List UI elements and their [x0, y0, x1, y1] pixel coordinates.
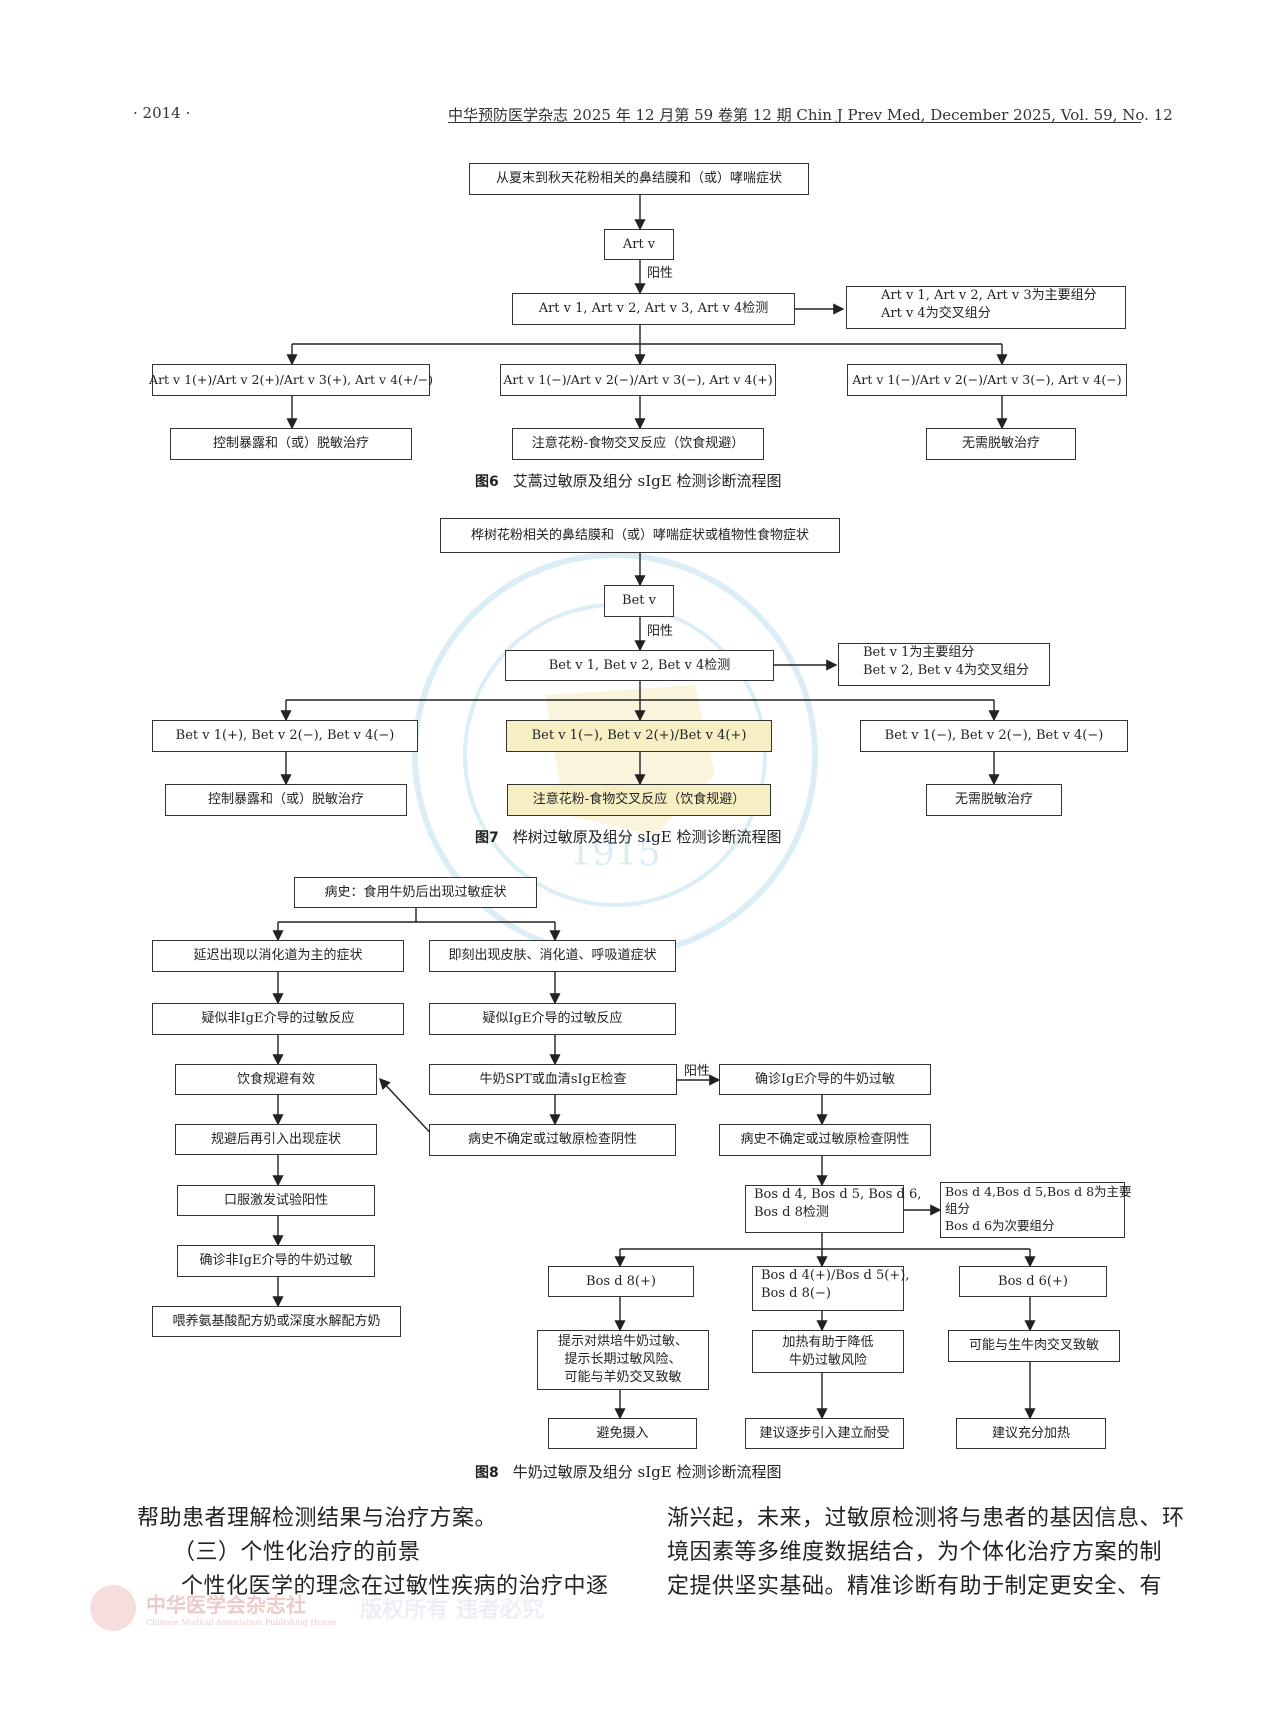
fig8-full-heating: 建议充分加热 [956, 1418, 1106, 1449]
fig7-start-box: 桦树花粉相关的鼻结膜和（或）哮喘症状或植物性食物症状 [440, 518, 840, 553]
fig6-side-note: Art v 1, Art v 2, Art v 3为主要组分 Art v 4为交… [846, 286, 1126, 329]
publisher-rights: 版权所有 违者必究 [360, 1597, 544, 1623]
fig6-side-line1: Art v 1, Art v 2, Art v 3为主要组分 [881, 288, 1097, 303]
fig8-spt-sige-test: 牛奶SPT或血清sIgE检查 [429, 1064, 677, 1095]
fig8-component-test: Bos d 4, Bos d 5, Bos d 6, Bos d 8检测 [745, 1185, 921, 1233]
fig8-bosd45-positive: Bos d 4(+)/Bos d 5(+), Bos d 8(−) [752, 1266, 909, 1311]
fig7-side-line1: Bet v 1为主要组分 [863, 645, 975, 660]
fig8-side-line3: Bos d 6为次要组分 [945, 1218, 1055, 1233]
fig8-delayed-symptoms: 延迟出现以消化道为主的症状 [152, 940, 404, 972]
fig8-x2-line1: Bos d 4(+)/Bos d 5(+), [761, 1268, 910, 1283]
fig8-uncertain-negative-mid: 病史不确定或过敏原检查阴性 [429, 1124, 676, 1156]
fig8-caption: 图8 牛奶过敏原及组分 sIgE 检测诊断流程图 [475, 1461, 781, 1482]
fig8-test-line2: Bos d 8检测 [754, 1205, 829, 1220]
fig8-bosd8-positive: Bos d 8(+) [548, 1266, 694, 1297]
fig8-uncertain-negative-right: 病史不确定或过敏原检查阴性 [719, 1124, 931, 1156]
fig7-result-2: 注意花粉-食物交叉反应（饮食规避） [507, 784, 771, 816]
fig6-caption-label: 图6 [475, 474, 499, 490]
fig8-beef-cross: 可能与生牛肉交叉致敏 [948, 1330, 1120, 1362]
fig6-caption-text: 艾蒿过敏原及组分 sIgE 检测诊断流程图 [512, 472, 782, 490]
fig8-confirmed-non-ige: 确诊非IgE介导的牛奶过敏 [177, 1245, 375, 1277]
fig6-start-box: 从夏末到秋天花粉相关的鼻结膜和（或）哮喘症状 [469, 163, 809, 195]
fig8-y1-line1: 提示对烘培牛奶过敏、 [557, 1334, 688, 1349]
fig7-caption-text: 桦树过敏原及组分 sIgE 检测诊断流程图 [512, 828, 782, 846]
journal-running-head: 中华预防医学杂志 2025 年 12 月第 59 卷第 12 期 Chin J … [448, 106, 1173, 124]
fig7-branch-1: Bet v 1(+), Bet v 2(−), Bet v 4(−) [152, 720, 418, 752]
publisher-english: Chinese Medical Association Publishing H… [146, 1618, 337, 1627]
fig7-caption-label: 图7 [475, 830, 499, 846]
body-left-line3: 个性化医学的理念在过敏性疾病的治疗中逐 [181, 1574, 609, 1599]
fig8-caption-text: 牛奶过敏原及组分 sIgE 检测诊断流程图 [512, 1463, 782, 1481]
fig8-suspected-non-ige: 疑似非IgE介导的过敏反应 [152, 1003, 404, 1035]
fig8-side-line1: Bos d 4,Bos d 5,Bos d 8为主要 [945, 1184, 1132, 1199]
fig8-y1-line3: 可能与羊奶交叉致敏 [564, 1370, 682, 1385]
fig6-result-3: 无需脱敏治疗 [926, 428, 1076, 460]
fig8-y2-line2: 牛奶过敏风险 [788, 1352, 867, 1368]
fig8-x2-line2: Bos d 8(−) [761, 1286, 831, 1301]
fig8-gradual-introduction: 建议逐步引入建立耐受 [745, 1418, 904, 1449]
fig7-test-box: Bet v 1, Bet v 2, Bet v 4检测 [505, 650, 774, 681]
body-right-line2: 境因素等多维度数据结合，为个体化治疗方案的制 [667, 1540, 1163, 1565]
fig8-y2-line1: 加热有助于降低 [782, 1334, 874, 1350]
header-rule [448, 122, 1141, 123]
fig8-confirmed-ige: 确诊IgE介导的牛奶过敏 [719, 1064, 931, 1095]
fig8-side-note: Bos d 4,Bos d 5,Bos d 8为主要 组分 Bos d 6为次要… [940, 1182, 1132, 1238]
fig6-branch-1: Art v 1(+)/Art v 2(+)/Art v 3(+), Art v … [149, 364, 433, 396]
fig8-y1-line2: 提示长期过敏风险、 [564, 1352, 682, 1367]
fig8-side-line2: 组分 [945, 1201, 971, 1216]
seal-year: 1915 [569, 833, 661, 874]
fig6-side-line2: Art v 4为交叉组分 [881, 306, 991, 321]
fig6-positive-label: 阳性 [647, 266, 674, 281]
publisher-flower-icon [90, 1585, 136, 1631]
fig7-branch-2: Bet v 1(−), Bet v 2(+)/Bet v 4(+) [506, 720, 772, 752]
fig8-formula-feeding: 喂养氨基酸配方奶或深度水解配方奶 [152, 1306, 401, 1337]
fig8-test-line1: Bos d 4, Bos d 5, Bos d 6, [754, 1187, 922, 1202]
fig8-positive-label: 阳性 [684, 1064, 711, 1079]
fig6-branch-2: Art v 1(−)/Art v 2(−)/Art v 3(−), Art v … [500, 364, 776, 396]
fig8-start-box: 病史：食用牛奶后出现过敏症状 [294, 877, 537, 908]
fig6-artv-box: Art v [604, 229, 674, 260]
fig7-side-note: Bet v 1为主要组分 Bet v 2, Bet v 4为交叉组分 [838, 643, 1050, 686]
fig8-bosd8-meaning: 提示对烘培牛奶过敏、 提示长期过敏风险、 可能与羊奶交叉致敏 [537, 1330, 709, 1390]
publisher-name: 中华医学会杂志社 [146, 1593, 306, 1617]
fig8-caption-label: 图8 [475, 1465, 499, 1481]
fig7-positive-label: 阳性 [647, 624, 674, 639]
fig8-avoid-intake: 避免摄入 [548, 1418, 697, 1449]
fig6-branch-3: Art v 1(−)/Art v 2(−)/Art v 3(−), Art v … [847, 364, 1127, 396]
fig6-result-2: 注意花粉-食物交叉反应（饮食规避） [512, 428, 764, 460]
fig7-result-1: 控制暴露和（或）脱敏治疗 [165, 784, 407, 816]
fig8-reintroduction-symptoms: 规避后再引入出现症状 [175, 1124, 377, 1155]
fig6-result-1: 控制暴露和（或）脱敏治疗 [170, 428, 412, 460]
body-right-line1: 渐兴起，未来，过敏原检测将与患者的基因信息、环 [667, 1506, 1185, 1531]
fig7-result-3: 无需脱敏治疗 [926, 784, 1062, 816]
fig7-side-line2: Bet v 2, Bet v 4为交叉组分 [863, 663, 1029, 678]
fig8-oral-challenge-positive: 口服激发试验阳性 [177, 1185, 375, 1216]
fig8-heating-helps: 加热有助于降低 牛奶过敏风险 [752, 1330, 904, 1373]
fig7-caption: 图7 桦树过敏原及组分 sIgE 检测诊断流程图 [475, 826, 781, 847]
publisher-watermark: 中华医学会杂志社 Chinese Medical Association Pub… [90, 1585, 544, 1631]
fig8-bosd6-positive: Bos d 6(+) [959, 1266, 1107, 1297]
fig6-test-box: Art v 1, Art v 2, Art v 3, Art v 4检测 [512, 293, 795, 325]
fig8-immediate-symptoms: 即刻出现皮肤、消化道、呼吸道症状 [429, 940, 676, 972]
fig8-suspected-ige: 疑似IgE介导的过敏反应 [429, 1003, 676, 1035]
body-right-line3: 定提供坚实基础。精准诊断有助于制定更安全、有 [667, 1574, 1163, 1599]
fig7-branch-3: Bet v 1(−), Bet v 2(−), Bet v 4(−) [860, 720, 1128, 752]
fig8-diet-avoidance-effective: 饮食规避有效 [175, 1064, 377, 1095]
fig6-caption: 图6 艾蒿过敏原及组分 sIgE 检测诊断流程图 [475, 470, 781, 491]
body-left-heading: （三）个性化治疗的前景 [173, 1540, 421, 1565]
page-number: · 2014 · [133, 104, 191, 122]
body-left-line1: 帮助患者理解检测结果与治疗方案。 [137, 1506, 498, 1531]
fig7-betv-box: Bet v [604, 585, 674, 617]
